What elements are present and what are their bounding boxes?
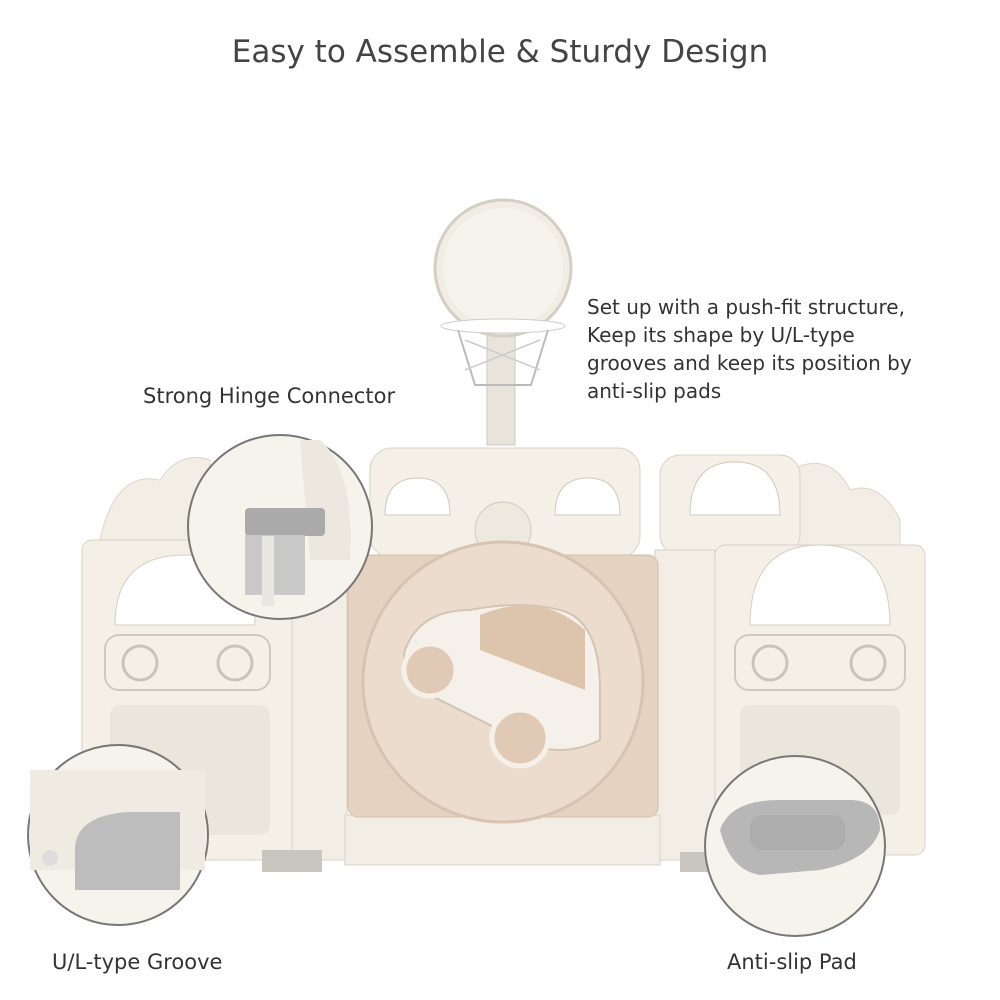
groove-detail-callout — [27, 744, 209, 926]
pad-detail-callout — [704, 755, 886, 937]
page-title: Easy to Assemble & Sturdy Design — [231, 34, 769, 70]
description-line: Set up with a push-fit structure, — [587, 295, 905, 319]
description-line: grooves and keep its position by — [587, 351, 912, 375]
feature-description: Set up with a push-fit structure, Keep i… — [587, 293, 912, 405]
basketball-hoop — [433, 198, 573, 446]
description-line: Keep its shape by U/L-type — [587, 323, 855, 347]
hinge-detail-callout — [187, 434, 373, 620]
groove-label: U/L-type Groove — [52, 950, 223, 974]
anti-slip-pad-label: Anti-slip Pad — [727, 950, 857, 974]
hinge-connector-label: Strong Hinge Connector — [143, 384, 396, 408]
description-line: anti-slip pads — [587, 379, 722, 403]
foot-pad — [262, 850, 322, 872]
car-door — [344, 540, 661, 866]
